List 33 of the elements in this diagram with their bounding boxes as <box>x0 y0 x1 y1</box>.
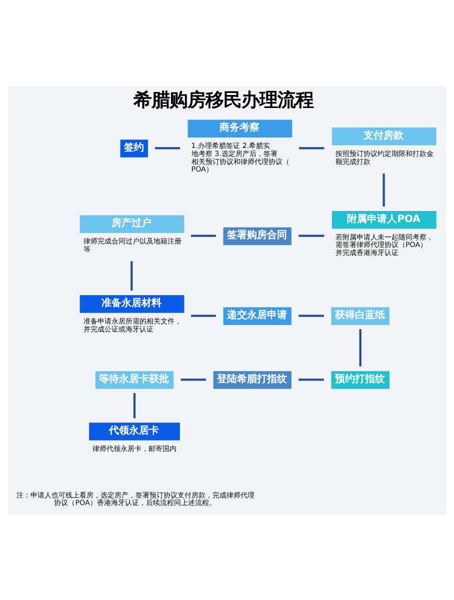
label: 注：申请人也可线上看房，选定房产，签署预订协议支付房款，完成律师代理协议（POA）香港海牙认证，后续流程同上述流程。 <box>16 490 255 507</box>
node-label: 律师完成合同过户以及地籍注册等 <box>83 236 182 253</box>
connector <box>191 314 216 316</box>
node-box: 登陆希腊打指纹 <box>213 370 292 388</box>
node-label: 按照预订协议约定期限和打款金额完成打款 <box>335 148 434 166</box>
connector <box>299 146 324 149</box>
node-box: 附属申请人POA <box>332 210 436 228</box>
connector <box>298 314 324 316</box>
node-box: 房产过户 <box>80 214 184 233</box>
connector <box>133 392 136 418</box>
node-label: 准备申请永居所需的相关文件，并完成公证或海牙认证 <box>83 316 182 333</box>
node-label: 若附属申请人未一起随同考察，需签署律师代理协议（POA）并完成香港海牙认证 <box>335 232 434 257</box>
connector <box>382 173 385 206</box>
connector <box>180 378 206 380</box>
node-box: 商务考察 <box>188 119 292 137</box>
node-label: 1.办理希腊签证 2.希腊实地考察 3.选定房产后，签署相关预订协议和律师代理协议（POA） <box>191 140 290 174</box>
node-box: 支付房款 <box>332 127 436 145</box>
connector <box>130 260 133 290</box>
node-box: 递交永居申请 <box>223 306 292 324</box>
node-box: 签署购房合同 <box>223 226 292 245</box>
node-box: 签约 <box>120 139 148 157</box>
node-label: 律师代领永居卡，邮寄国内 <box>92 444 177 453</box>
node-box: 等待永居卡获批 <box>95 370 174 388</box>
connector <box>191 234 216 236</box>
node-box: 预约打指纹 <box>331 370 390 388</box>
node-box: 获得白蓝纸 <box>331 306 390 324</box>
connector <box>359 328 362 366</box>
connector <box>298 378 324 380</box>
node-box: 准备永居材料 <box>80 294 184 312</box>
connector <box>298 234 324 236</box>
diagram-title: 希腊购房移民办理流程 <box>134 89 314 110</box>
node-box: 代领永居卡 <box>89 422 180 440</box>
connector <box>154 146 180 149</box>
